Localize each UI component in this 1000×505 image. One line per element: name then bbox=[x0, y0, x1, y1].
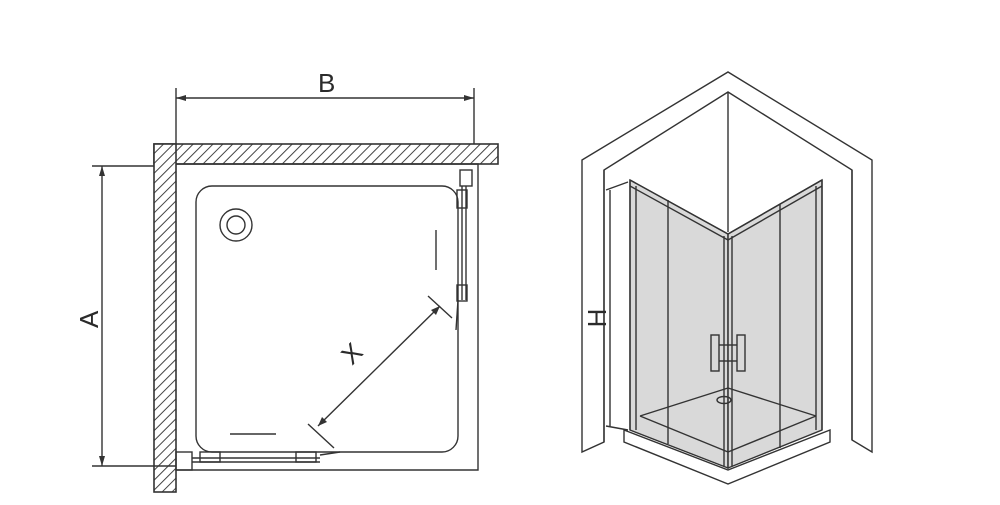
label-x: X bbox=[335, 337, 368, 370]
left-glass bbox=[629, 178, 729, 470]
shower-tray-3d bbox=[623, 387, 831, 485]
dimension-a: A bbox=[74, 165, 176, 467]
back-wall bbox=[153, 143, 499, 165]
side-wall bbox=[153, 143, 177, 493]
dimension-x: X bbox=[307, 295, 453, 449]
shower-tray bbox=[195, 185, 459, 453]
enclosure-outline bbox=[176, 163, 479, 471]
plan-view: B A X bbox=[74, 68, 499, 493]
frame bbox=[629, 179, 823, 466]
drain-icon bbox=[219, 208, 253, 242]
right-glass-panel bbox=[435, 169, 473, 331]
right-glass bbox=[727, 178, 823, 470]
dimension-b: B bbox=[175, 68, 475, 144]
front-glass-panel bbox=[175, 433, 341, 471]
label-a: A bbox=[74, 310, 104, 328]
label-b: B bbox=[318, 68, 335, 98]
dimension-h: H bbox=[582, 181, 629, 431]
label-h: H bbox=[582, 309, 612, 328]
perspective-view: H bbox=[581, 71, 873, 485]
door-handle-icon bbox=[710, 334, 746, 372]
